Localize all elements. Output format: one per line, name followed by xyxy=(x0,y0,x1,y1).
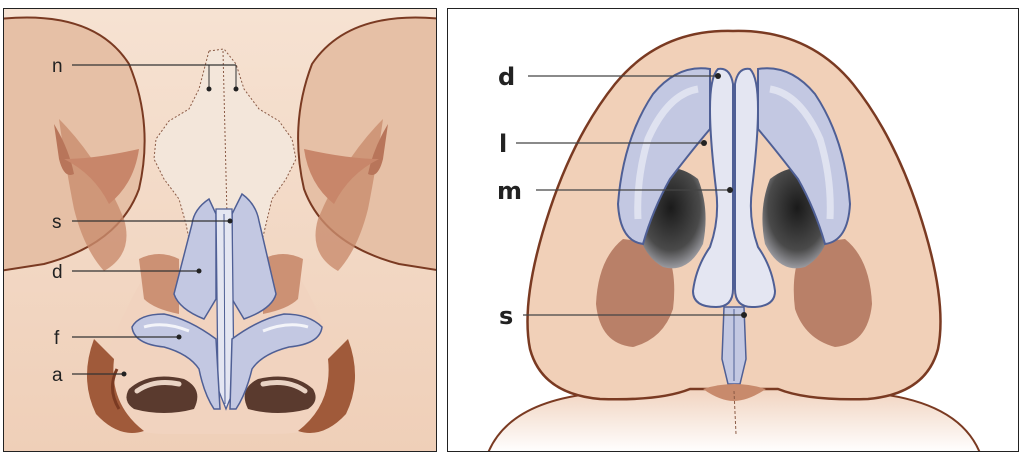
label-l: l xyxy=(499,130,507,158)
dot-d xyxy=(715,73,721,79)
label-s: s xyxy=(52,212,62,233)
dot-d xyxy=(197,269,202,274)
dot-f xyxy=(177,335,182,340)
dot-n-right xyxy=(234,87,239,92)
frontal-view-panel: n s d f a xyxy=(3,8,437,452)
dot-n-left xyxy=(207,87,212,92)
basal-view-panel: d l m s xyxy=(447,8,1019,452)
dot-l xyxy=(701,140,707,146)
frontal-view-illustration: n s d f a xyxy=(4,9,437,452)
label-d: d xyxy=(52,262,63,283)
label-a: a xyxy=(52,365,63,386)
dot-a xyxy=(122,372,127,377)
dot-s xyxy=(741,312,747,318)
label-s: s xyxy=(499,302,513,330)
basal-view-illustration: d l m s xyxy=(448,9,1019,452)
label-d: d xyxy=(498,63,515,91)
label-f: f xyxy=(54,328,60,349)
dot-s xyxy=(228,219,233,224)
label-n: n xyxy=(52,56,63,77)
dot-m xyxy=(727,187,733,193)
label-m: m xyxy=(497,177,522,205)
